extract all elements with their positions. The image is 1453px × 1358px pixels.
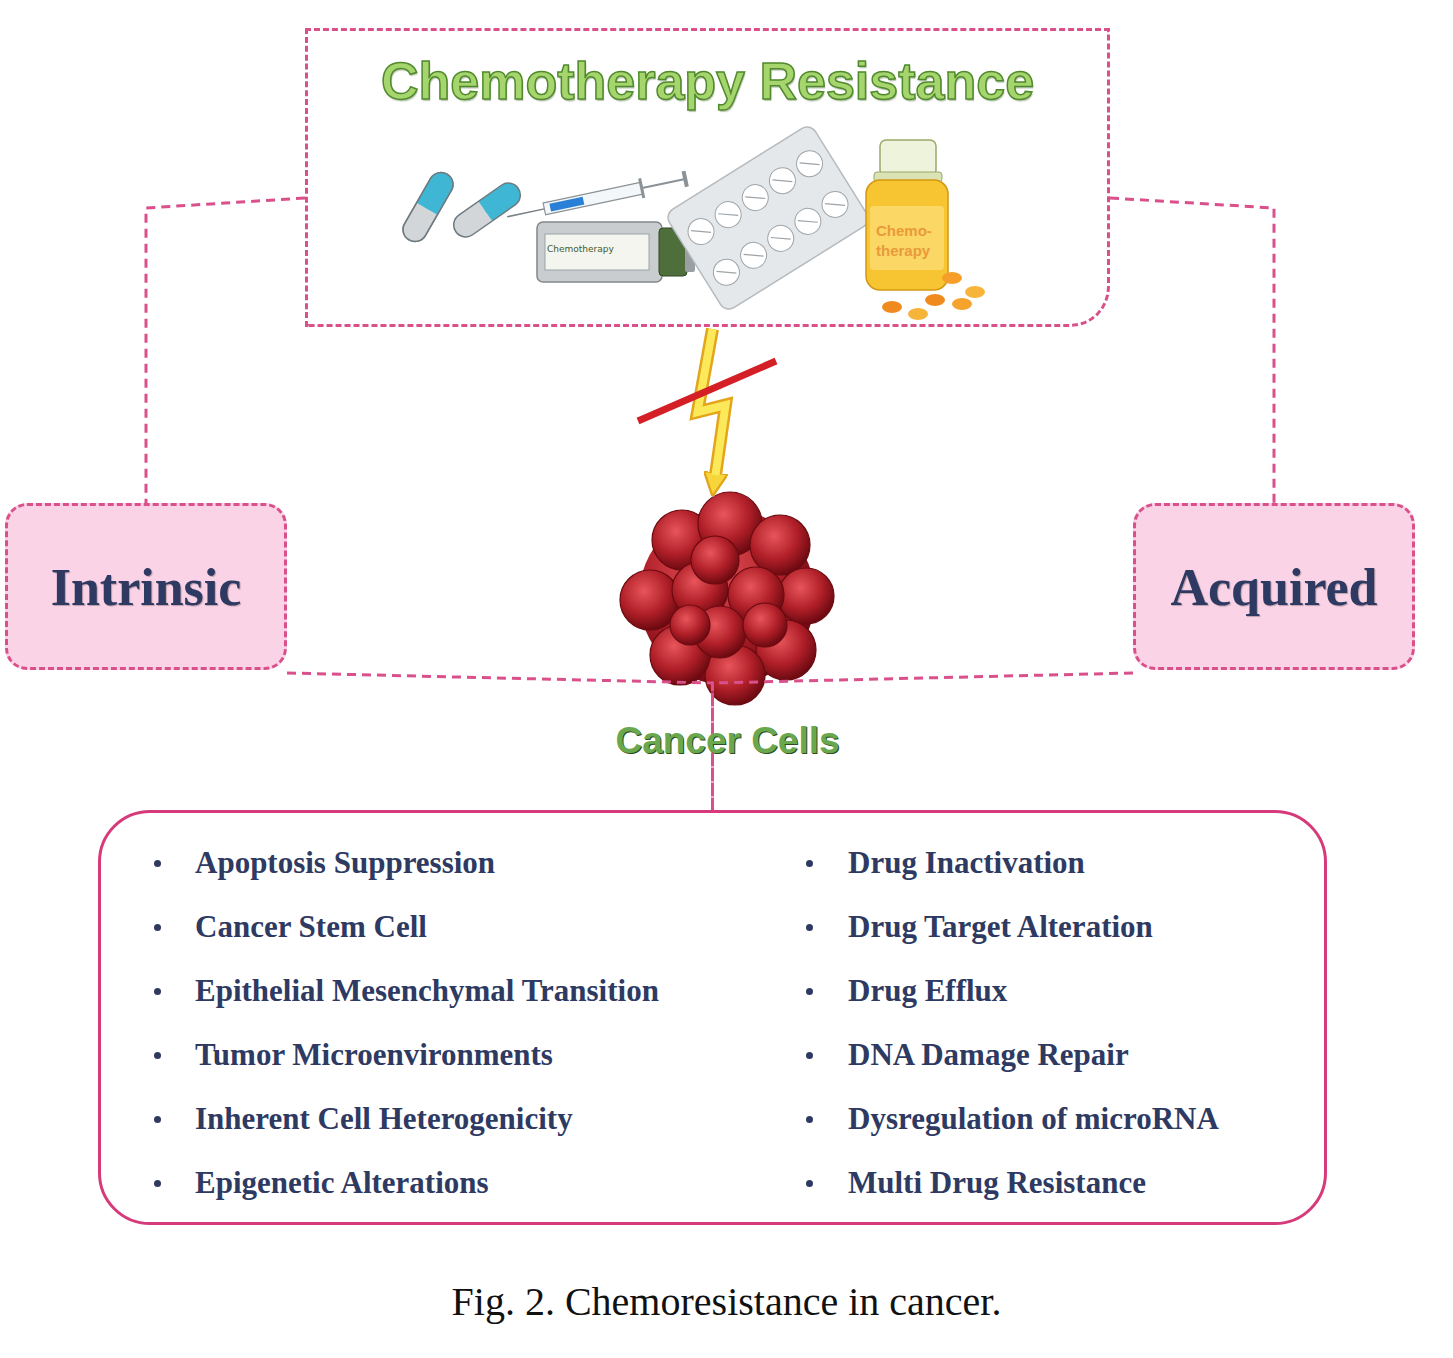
bullet-dot (806, 988, 813, 995)
capsule-icon-part (478, 190, 508, 221)
bullet-dot (806, 1116, 813, 1123)
cancer-cell-illustration-part (778, 568, 834, 624)
vial-icon-part (537, 222, 662, 282)
capsule-icon-part (449, 178, 525, 241)
figure-caption: Fig. 2. Chemoresistance in cancer. (0, 1278, 1453, 1325)
lightning-arrow (698, 329, 726, 475)
pill-bottle-icon-part (942, 272, 962, 284)
cancer-cell-illustration-part (743, 603, 787, 647)
capsule-icon (399, 168, 458, 246)
cancer-cell-illustration (620, 492, 834, 705)
title-text: Chemotherapy Resistance (308, 51, 1107, 111)
syringe-icon (505, 169, 689, 227)
syringe-icon-part (549, 197, 584, 212)
mechanism-item: Apoptosis Suppression (195, 843, 495, 883)
pill-bottle-icon (866, 140, 985, 320)
pill-bottle-icon-part (866, 180, 948, 290)
syringe-icon-part (638, 178, 645, 198)
pill-bottle-icon-part (952, 298, 972, 310)
mechanism-item: DNA Damage Repair (848, 1035, 1129, 1075)
connector-line (1110, 198, 1274, 503)
pill-bottle-icon-part (965, 286, 985, 298)
mechanism-item: Epithelial Mesenchymal Transition (195, 971, 659, 1011)
mechanism-item: Epigenetic Alterations (195, 1163, 489, 1203)
syringe-icon-part (642, 179, 685, 188)
blister-pack-icon-part (691, 154, 845, 281)
bullet-dot (154, 924, 161, 931)
mechanism-item: Tumor Microenvironments (195, 1035, 553, 1075)
bullet-dot (806, 1180, 813, 1187)
mechanism-item: Cancer Stem Cell (195, 907, 427, 947)
pill-bottle-icon-part (882, 301, 902, 313)
bullet-dot (154, 1180, 161, 1187)
capsule-icon (449, 178, 525, 241)
category-box: Acquired (1133, 503, 1415, 670)
category-box: Intrinsic (5, 503, 287, 670)
bullet-dot (154, 1052, 161, 1059)
group-box: Chemotherapy Resistance (305, 28, 1110, 327)
mechanism-item: Drug Inactivation (848, 843, 1085, 883)
category-label: Intrinsic (8, 557, 284, 616)
syringe-icon-part (682, 171, 689, 187)
mechanism-list-box: Apoptosis SuppressionCancer Stem CellEpi… (98, 810, 1327, 1225)
mechanism-item: Inherent Cell Heterogenicity (195, 1099, 573, 1139)
syringe-icon-part (543, 182, 643, 215)
pill-bottle-icon-part (880, 140, 936, 176)
pill-bottle-icon-part (908, 308, 928, 320)
bullet-dot (806, 1052, 813, 1059)
category-label: Acquired (1136, 557, 1412, 616)
capsule-icon-part (399, 168, 458, 246)
mechanism-item: Drug Efflux (848, 971, 1007, 1011)
cancer-cell-node: Cancer Cells (605, 495, 850, 770)
capsule-icon-part (417, 185, 448, 214)
bolt-fill (698, 329, 726, 475)
syringe-icon-part (507, 209, 544, 217)
drug-label: Chemotherapy (547, 244, 643, 255)
dashed-connector (146, 198, 305, 503)
bullet-dot (154, 860, 161, 867)
cancer-cell-illustration-part (691, 536, 739, 584)
mechanism-item: Drug Target Alteration (848, 907, 1153, 947)
vial-icon-part (545, 234, 649, 270)
capsule-icon-part (449, 178, 525, 241)
cell-label: Cancer Cells (585, 720, 870, 762)
pill-bottle-icon-part (925, 294, 945, 306)
blister-pack-icon-part (664, 123, 871, 313)
vial-icon (537, 222, 695, 282)
blocked-strike (638, 361, 776, 421)
blister-pack-icon (664, 123, 871, 313)
mechanism-item: Dysregulation of microRNA (848, 1099, 1219, 1139)
mechanism-item: Multi Drug Resistance (848, 1163, 1146, 1203)
cancer-cell-illustration-part (750, 515, 810, 575)
capsule-icon-part (399, 168, 458, 246)
bullet-dot (806, 924, 813, 931)
drug-label: Chemo- therapy (876, 221, 940, 261)
bolt-outline (698, 329, 726, 475)
bullet-dot (154, 988, 161, 995)
bullet-dot (806, 860, 813, 867)
pill-bottle-icon-part (870, 206, 944, 270)
dashed-connector (1110, 198, 1274, 503)
connector-line (146, 198, 305, 503)
cancer-cell-illustration-part (670, 605, 710, 645)
bullet-dot (154, 1116, 161, 1123)
